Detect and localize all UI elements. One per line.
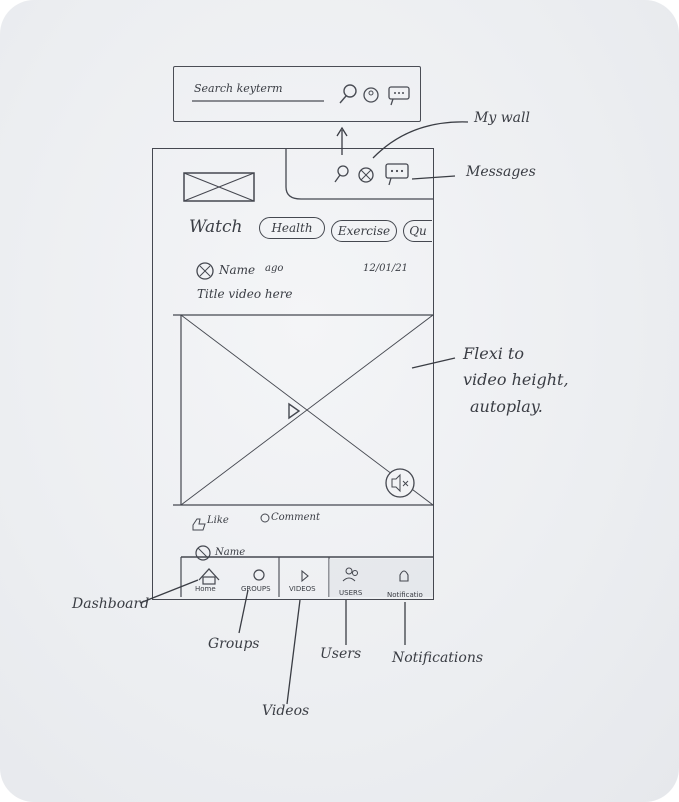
play-icon[interactable] (288, 402, 301, 420)
annotation-messages: Messages (466, 164, 536, 180)
annotation-notifications: Notifications (392, 650, 484, 666)
annotation-videos: Videos (262, 703, 310, 719)
tab-label: Exercise (337, 224, 391, 238)
user-icon[interactable] (358, 167, 374, 183)
comment-button[interactable]: Comment (271, 512, 321, 523)
phone-wireframe (173, 149, 433, 597)
sound-icon[interactable] (385, 468, 415, 498)
home-icon[interactable] (198, 568, 220, 585)
annotation-my-wall: My wall (474, 110, 530, 126)
videos-icon[interactable] (301, 569, 309, 583)
nav-groups[interactable]: GROUPS (241, 585, 271, 593)
watch-title: Watch (189, 217, 243, 237)
video-title: Title video here (197, 287, 293, 301)
search-bar-icons (192, 84, 410, 106)
tab-partial[interactable]: Qu (403, 220, 432, 242)
phone-frame: Watch Health Exercise Qu Name ago 12/01/… (152, 148, 434, 600)
search-icon[interactable] (334, 165, 349, 183)
nav-home[interactable]: Home (195, 585, 216, 593)
message-icon[interactable] (385, 163, 409, 186)
comment-icon[interactable] (260, 513, 270, 523)
bell-icon[interactable] (399, 570, 409, 582)
post-date: 12/01/21 (363, 263, 408, 274)
nav-videos[interactable]: VIDEOS (289, 585, 316, 593)
nav-notifications[interactable]: Notificatio (387, 591, 423, 599)
tab-label: Health (271, 221, 313, 235)
tab-label: Qu (409, 224, 427, 238)
users-icon[interactable] (342, 567, 358, 582)
annotation-users: Users (320, 646, 362, 662)
message-icon[interactable] (388, 86, 410, 106)
groups-icon[interactable] (253, 569, 265, 581)
search-input[interactable]: Search keyterm (194, 82, 283, 95)
nav-users[interactable]: USERS (339, 589, 363, 597)
avatar (196, 262, 214, 280)
annotation-flexi-2: video height, (463, 370, 569, 389)
annotation-groups: Groups (208, 636, 260, 652)
tab-health[interactable]: Health (259, 217, 325, 239)
search-bar[interactable]: Search keyterm (173, 66, 421, 122)
tab-exercise[interactable]: Exercise (331, 220, 397, 242)
search-icon[interactable] (339, 84, 357, 104)
like-icon[interactable] (192, 518, 206, 531)
annotation-flexi-3: autoplay. (470, 397, 543, 416)
like-button[interactable]: Like (207, 515, 229, 526)
annotation-flexi-1: Flexi to (463, 344, 524, 363)
logo-placeholder (183, 172, 255, 202)
user-icon[interactable] (363, 87, 379, 103)
post-author[interactable]: Name (219, 263, 256, 277)
annotation-dashboard: Dashboard (72, 596, 150, 612)
next-post-author: Name (215, 547, 246, 558)
post-ago: ago (265, 263, 284, 274)
